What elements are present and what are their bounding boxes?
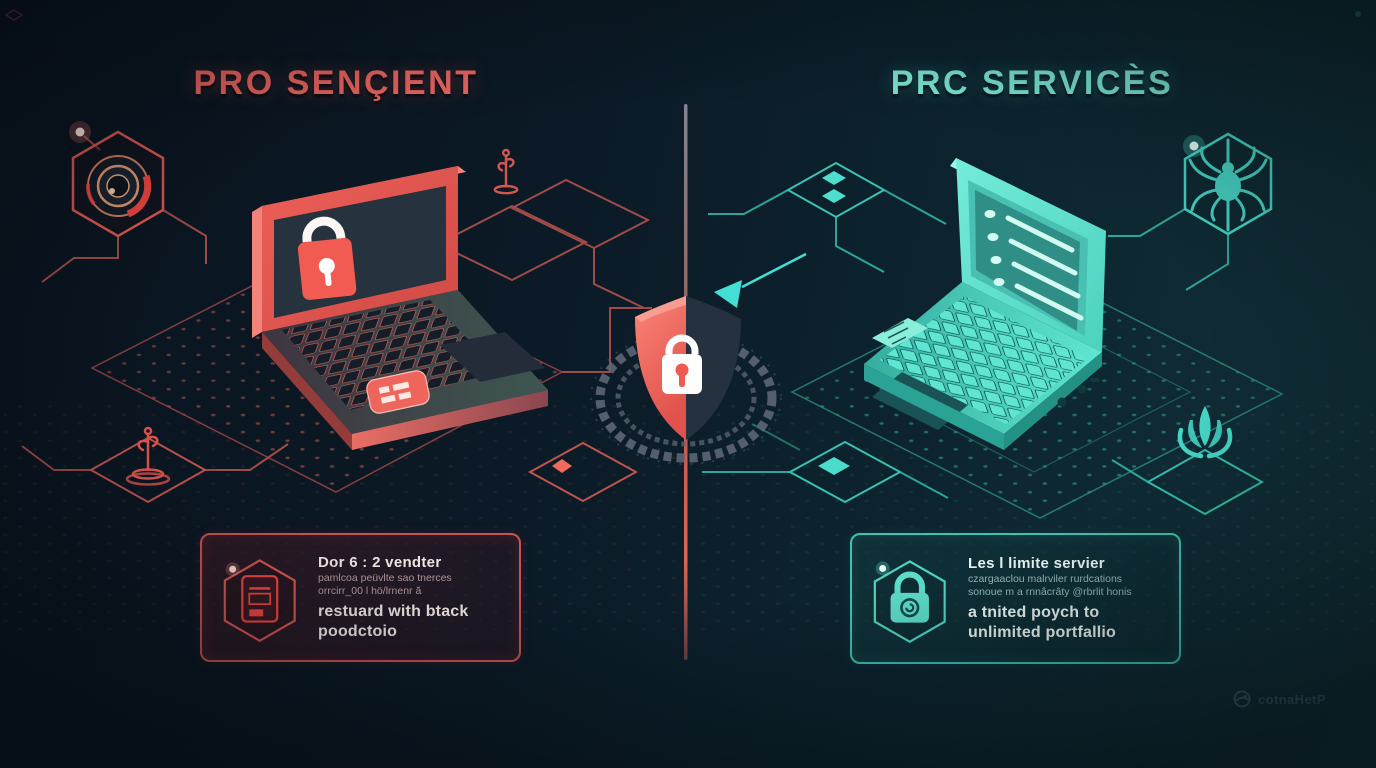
left-card-sub1: pamlcoa peüvlte sao tnerces <box>318 571 452 584</box>
watermark: cotnaHetP <box>1232 689 1326 709</box>
scanner-lens-hexagon-icon <box>69 121 165 238</box>
right-card-text: Les l limite servier czargaaclou malrvil… <box>968 555 1132 642</box>
left-card-bold1: restuard with btack <box>318 603 469 621</box>
padlock-hexagon-icon <box>873 559 946 643</box>
left-card-bold2: poodctoio <box>318 622 398 640</box>
data-parallelogram-icon <box>785 161 887 219</box>
left-card-text: Dor 6 : 2 vendter pamlcoa peüvlte sao tn… <box>318 554 469 641</box>
left-info-card: Dor 6 : 2 vendter pamlcoa peüvlte sao tn… <box>200 533 521 662</box>
left-panel-title: PRO SENÇIENT <box>193 64 479 102</box>
watermark-label: cotnaHetP <box>1258 691 1326 707</box>
corner-glyph-right <box>1355 11 1361 17</box>
right-card-sub1: czargaaclou malrviler rurdcations <box>968 572 1123 585</box>
left-card-sub2: orrcirr_00 l hö/lrnenr ă <box>318 585 422 598</box>
document-hexagon-icon <box>223 558 296 642</box>
red-totem-icon <box>493 148 519 195</box>
right-info-card: Les l limite servier czargaaclou malrvil… <box>850 533 1181 664</box>
right-card-sub2: sonoue m a rnnâcrâty @rbrlit honis <box>968 586 1132 599</box>
right-panel-title: PRC SERVICÈS <box>890 64 1174 102</box>
left-card-heading: Dor 6 : 2 vendter <box>318 553 442 571</box>
right-card-bold1: a tnited poych to <box>968 604 1100 622</box>
right-card-bold2: unlimited portfallio <box>968 623 1116 641</box>
corner-glyph-left <box>4 9 24 21</box>
globe-logo-icon <box>1233 690 1251 708</box>
spider-hexagon-icon <box>1183 132 1273 236</box>
right-card-heading: Les l limite servier <box>968 554 1105 572</box>
cyan-arrow-icon <box>714 252 807 308</box>
